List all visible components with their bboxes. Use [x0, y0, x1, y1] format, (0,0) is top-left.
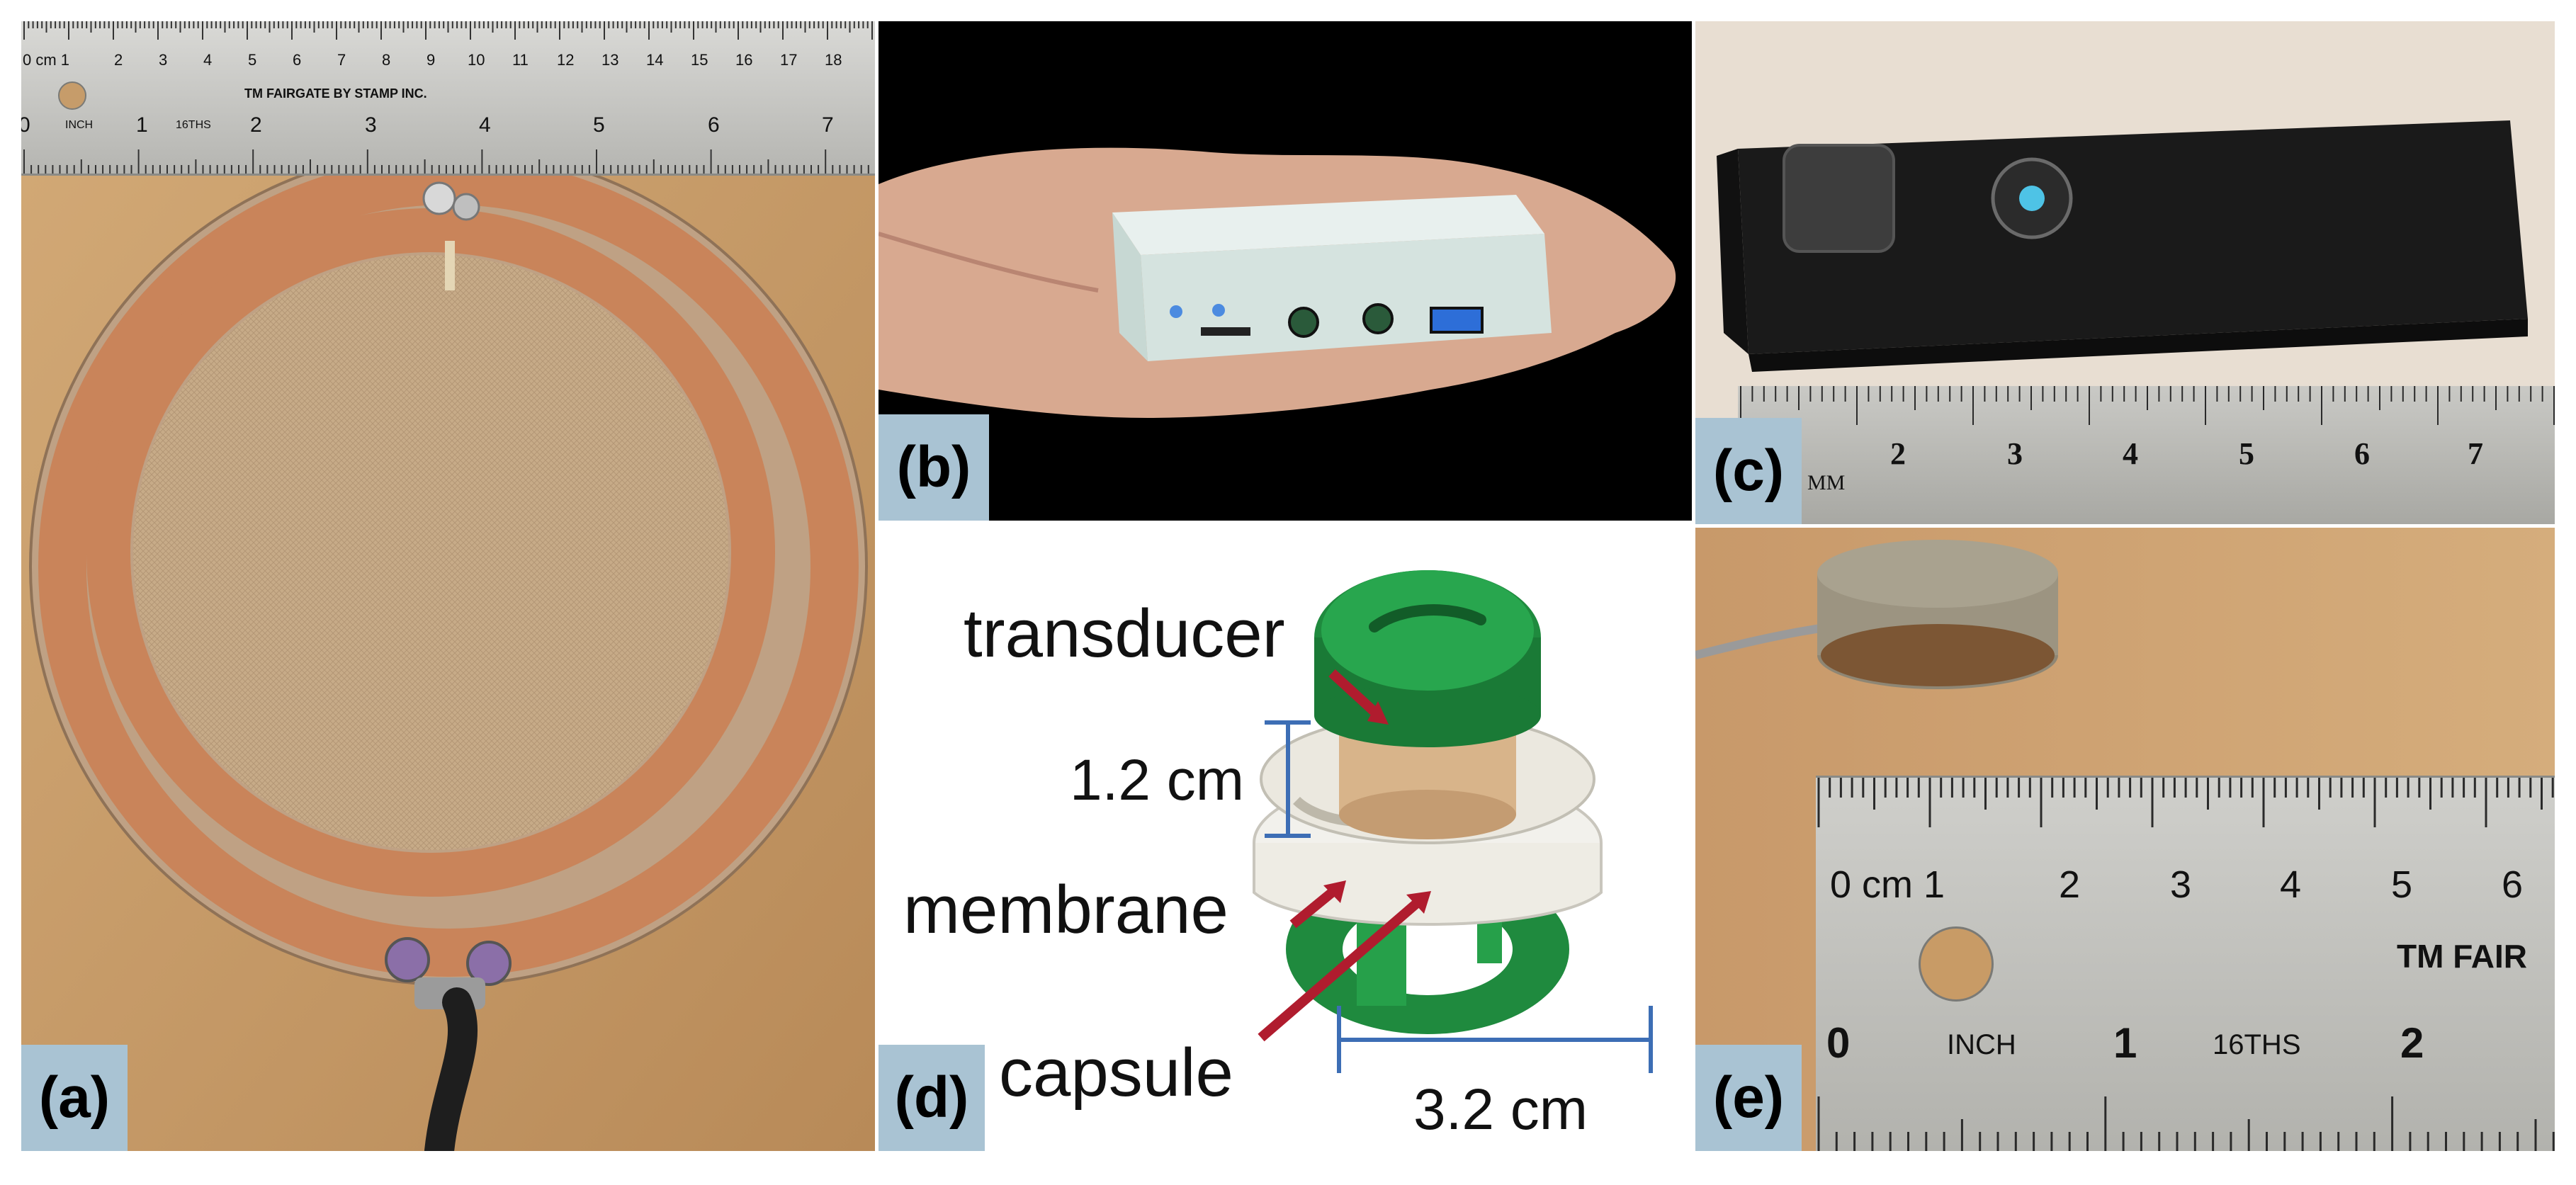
panel-d-label: (d) [879, 1045, 985, 1151]
panel-e-label: (e) [1695, 1045, 1802, 1151]
membrane-arrow-1 [1289, 888, 1335, 929]
coil-photo [21, 21, 875, 1151]
device-in-hand-photo [879, 147, 1676, 418]
ruler-a-cm-7: 7 [337, 51, 346, 69]
ruler-a-hole [58, 81, 86, 110]
ruler-e-cm-3: 3 [2170, 863, 2192, 906]
ruler-a-cm-4: 4 [203, 51, 213, 69]
ruler-e-cm-5: 5 [2391, 863, 2413, 906]
ruler-c-mm-5: 5 [2239, 436, 2254, 471]
ruler-a-brand: TM FAIRGATE BY STAMP INC. [244, 86, 427, 101]
ruler-a-inch-3: 3 [365, 113, 377, 137]
ruler-c-mm-3: 3 [2007, 436, 2023, 471]
cable [424, 987, 478, 1151]
panel-a: 0 cm 1 2 3 4 5 6 7 8 9 10 11 12 13 14 15… [21, 21, 875, 1151]
width-dimension [1337, 1006, 1653, 1073]
membrane-arrow-2 [1258, 899, 1420, 1042]
ruler-c: 1 MM 2 3 4 5 6 7 [1738, 386, 2555, 524]
transducer-label: transducer [964, 596, 1285, 671]
ruler-a-cm-0: 0 cm 1 [23, 51, 70, 69]
ruler-a-inch-6: 6 [708, 113, 720, 137]
panel-d: transducer 1.2 cm membrane capsule 3.2 c… [879, 524, 1692, 1151]
ruler-e-inch-0: 0 [1826, 1019, 1851, 1067]
ruler-a-cm-12: 12 [557, 51, 575, 69]
panel-c-label: (c) [1695, 418, 1802, 524]
ruler-e-brand: TM FAIR [2397, 938, 2527, 975]
ruler-a-cm-10: 10 [468, 51, 485, 69]
ruler-a-inch-1: 1 [136, 113, 148, 137]
sensor-cable [1695, 623, 1831, 659]
ruler-a-inch-label: INCH [65, 119, 94, 131]
ruler-c-mm-2: 2 [1890, 436, 1906, 471]
ruler-c-mm-6: 6 [2354, 436, 2370, 471]
mesh-center [133, 255, 728, 850]
ruler-c-mm-label: MM [1807, 471, 1846, 494]
led-2 [1212, 304, 1225, 317]
ruler-a-cm-13: 13 [601, 51, 619, 69]
outer-copper-ring [38, 157, 859, 977]
panel-c: 1 MM 2 3 4 5 6 7 (c) [1695, 21, 2555, 524]
capsule-diagram [1253, 570, 1653, 1073]
panel-b: (b) [879, 21, 1692, 521]
ruler-a-cm-8: 8 [382, 51, 391, 69]
jack-1 [1288, 307, 1319, 338]
ruler-a-cm-row: 0 cm 1 2 3 4 5 6 7 8 9 10 11 12 13 14 15… [21, 51, 875, 76]
height-dim-label: 1.2 cm [1070, 748, 1245, 812]
ruler-e-inch-2: 2 [2400, 1019, 2424, 1067]
ruler-a-cm-6: 6 [293, 51, 302, 69]
ruler-c-mm-4: 4 [2123, 436, 2138, 471]
ruler-a-inch-4: 4 [479, 113, 491, 137]
panel-b-label: (b) [879, 414, 989, 521]
ruler-a-cm-5: 5 [248, 51, 257, 69]
membrane-label: membrane [903, 872, 1228, 948]
ruler-c-mm-7: 7 [2468, 436, 2483, 471]
panel-a-label: (a) [21, 1045, 128, 1151]
grey-puck-sensor [1817, 540, 2058, 689]
slot [1201, 327, 1250, 336]
ruler-a-16ths: 16THS [176, 119, 211, 131]
ruler-e-cm-6: 6 [2502, 863, 2524, 906]
ruler-e-cm-4: 4 [2280, 863, 2302, 906]
sensor-led [2019, 186, 2045, 211]
ruler-a-inch-0: 0 [21, 113, 30, 137]
inner-copper-ring [86, 208, 775, 897]
ruler-a-cm-16: 16 [735, 51, 753, 69]
ruler-e-inch-1: 1 [2113, 1019, 2137, 1067]
ruler-a-cm-14: 14 [646, 51, 664, 69]
panel-e: 0 cm 1 2 3 4 5 6 TM FAIR 0 INCH 1 16THS … [1695, 528, 2555, 1151]
white-device-box [1112, 195, 1552, 361]
height-dimension [1265, 720, 1311, 838]
capsule-label: capsule [999, 1035, 1233, 1111]
ruler-a-cm-18: 18 [825, 51, 842, 69]
ruler-e-inch-label: INCH [1947, 1029, 2016, 1060]
ruler-e-cm-2: 2 [2059, 863, 2081, 906]
ruler-e-cm-label: 0 cm 1 [1830, 863, 1945, 906]
ruler-a-cm-11: 11 [512, 51, 529, 69]
transducer-arrow [1328, 669, 1378, 716]
led-1 [1170, 305, 1182, 318]
usb-port [1430, 307, 1484, 334]
ruler-e: 0 cm 1 2 3 4 5 6 TM FAIR 0 INCH 1 16THS … [1816, 776, 2555, 1151]
ruler-a-cm-15: 15 [691, 51, 708, 69]
ruler-a-inch-7: 7 [822, 113, 834, 137]
sensor-window [1783, 144, 1895, 253]
ruler-e-16ths: 16THS [2213, 1029, 2301, 1060]
ruler-a-cm-2: 2 [114, 51, 123, 69]
ruler-a-cm-17: 17 [780, 51, 798, 69]
width-dim-label: 3.2 cm [1413, 1077, 1588, 1142]
ruler-a: 0 cm 1 2 3 4 5 6 7 8 9 10 11 12 13 14 15… [21, 21, 875, 176]
ruler-a-inch-2: 2 [250, 113, 262, 137]
ruler-a-inch-row: 0 INCH 1 16THS 2 3 4 5 6 7 [21, 113, 875, 142]
ruler-a-cm-9: 9 [426, 51, 436, 69]
ruler-a-cm-3: 3 [159, 51, 168, 69]
jack-2 [1362, 303, 1394, 334]
ruler-e-hole [1919, 926, 1994, 1002]
ruler-a-inch-5: 5 [593, 113, 605, 137]
